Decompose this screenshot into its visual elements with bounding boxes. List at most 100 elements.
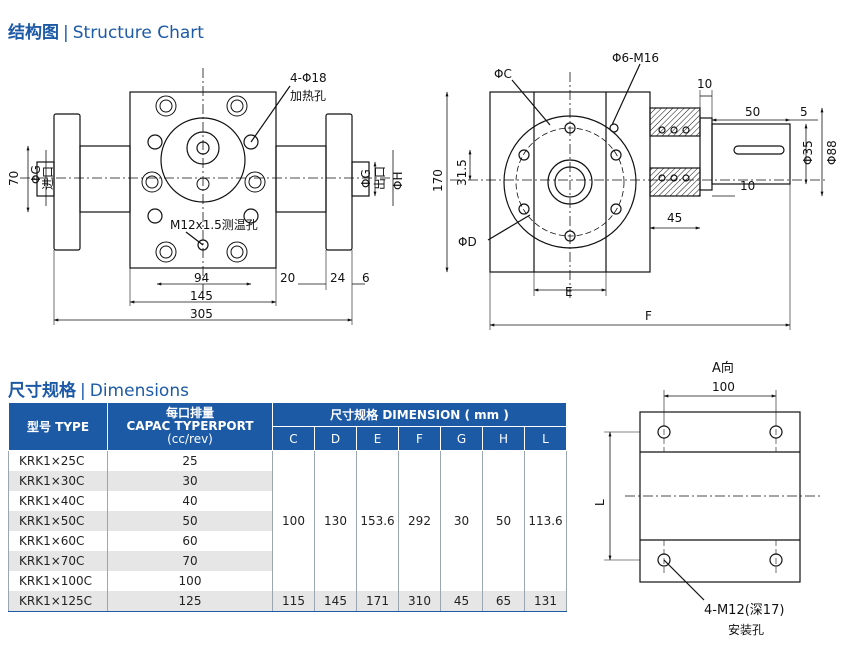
side-view-labels: ΦC Φ6-M16 10 50 5 Φ35 Φ88 170 31.5 10 45…: [431, 51, 839, 323]
dim-6: 6: [362, 271, 370, 285]
row-type: KRK1×25C: [8, 450, 108, 471]
table-row: KRK1×60C 60: [8, 531, 567, 551]
front-view-labels: 4-Φ18 加热孔 M12x1.5测温孔 70 ΦG 进口 ΦG 出口 ΦH 9…: [7, 71, 405, 321]
col-header-type: 型号 TYPE: [8, 402, 108, 451]
row-capacity: 60: [107, 531, 273, 551]
dimensions-table: 型号 TYPE 每口排量 CAPAC TYPERPORT (cc/rev) 尺寸…: [8, 402, 567, 612]
dim-l: L: [593, 499, 607, 506]
col-header-dimension: 尺寸规格 DIMENSION ( mm ): [272, 402, 567, 427]
inlet-label: 进口: [41, 166, 55, 190]
dim-50: 50: [745, 105, 760, 119]
table-row: KRK1×25C 25 100 130 153.6 292 30 50 113.…: [8, 450, 567, 591]
shared-dim-e: 153.6: [356, 450, 399, 591]
row-capacity: 125: [107, 591, 273, 612]
col-h: H: [482, 426, 525, 451]
dim-88: Φ88: [825, 140, 839, 165]
dim-145: 145: [190, 289, 213, 303]
capacity-header-cn: 每口排量: [165, 406, 214, 420]
row-capacity: 25: [107, 450, 273, 471]
dim-g-right: ΦG: [359, 169, 373, 188]
table-row: KRK1×50C 50: [8, 511, 567, 531]
row-dim-e: 171: [356, 591, 399, 612]
shared-dim-d: 130: [314, 450, 357, 591]
a-view-title: A向: [712, 360, 734, 376]
dim-d: ΦD: [458, 235, 477, 249]
row-dim-g: 45: [440, 591, 483, 612]
dim-45: 45: [667, 211, 682, 225]
dim-f: F: [645, 309, 652, 323]
mount-hole-label-cn: 安装孔: [728, 622, 764, 637]
front-view: [20, 68, 394, 325]
table-row: KRK1×125C 125 115 145 171 310 45 65 131: [8, 591, 567, 612]
capacity-header-en: CAPAC TYPERPORT: [126, 419, 254, 433]
dim-10-right: 10: [740, 179, 755, 193]
row-dim-c: 115: [272, 591, 315, 612]
row-type: KRK1×60C: [8, 531, 108, 551]
dimensions-title-cn: 尺寸规格: [8, 381, 76, 401]
col-header-capacity: 每口排量 CAPAC TYPERPORT (cc/rev): [107, 402, 273, 451]
row-dim-f: 310: [398, 591, 441, 612]
table-row: KRK1×40C 40: [8, 491, 567, 511]
row-capacity: 50: [107, 511, 273, 531]
row-type: KRK1×40C: [8, 491, 108, 511]
mount-hole-label: 4-M12(深17): [704, 603, 784, 618]
row-dim-l: 131: [524, 591, 567, 612]
side-view: [445, 63, 825, 330]
dim-c: ΦC: [494, 67, 512, 81]
col-f: F: [398, 426, 441, 451]
thermo-hole-label: M12x1.5测温孔: [170, 218, 258, 232]
col-g: G: [440, 426, 483, 451]
dim-e: E: [565, 285, 573, 299]
capacity-header-unit: (cc/rev): [167, 432, 213, 446]
col-e: E: [356, 426, 399, 451]
col-c: C: [272, 426, 315, 451]
dim-170: 170: [431, 169, 445, 192]
col-d: D: [314, 426, 357, 451]
table-row: KRK1×100C 100: [8, 571, 567, 591]
shared-dim-c: 100: [272, 450, 315, 591]
dim-20: 20: [280, 271, 295, 285]
outlet-label: 出口: [373, 166, 387, 190]
row-capacity: 40: [107, 491, 273, 511]
dim-35: Φ35: [801, 140, 815, 165]
table-row: KRK1×70C 70: [8, 551, 567, 571]
row-type: KRK1×50C: [8, 511, 108, 531]
row-dim-d: 145: [314, 591, 357, 612]
row-capacity: 70: [107, 551, 273, 571]
dim-31-5: 31.5: [455, 159, 469, 186]
dim-305: 305: [190, 307, 213, 321]
dimensions-title: 尺寸规格|Dimensions: [8, 381, 189, 401]
row-capacity: 30: [107, 471, 273, 491]
dim-10-top: 10: [697, 77, 712, 91]
table-row: KRK1×30C 30: [8, 471, 567, 491]
dim-h: ΦH: [391, 172, 405, 190]
dim-g-left: ΦG: [29, 165, 43, 184]
hex-nuts: [141, 95, 266, 263]
heating-hole-label-cn: 加热孔: [290, 89, 326, 103]
col-l: L: [524, 426, 567, 451]
dimensions-title-en: Dimensions: [89, 381, 189, 401]
shared-dim-h: 50: [482, 450, 525, 591]
row-type: KRK1×125C: [8, 591, 108, 612]
dim-94: 94: [194, 271, 209, 285]
a-view-labels: A向 100 L 4-M12(深17) 安装孔: [593, 360, 784, 637]
row-type: KRK1×70C: [8, 551, 108, 571]
dim-m16: Φ6-M16: [612, 51, 659, 65]
structure-title-en: Structure Chart: [72, 23, 204, 43]
structure-chart-title: 结构图|Structure Chart: [8, 23, 204, 43]
row-type: KRK1×30C: [8, 471, 108, 491]
dim-24: 24: [330, 271, 345, 285]
a-view: [604, 390, 820, 601]
dim-70: 70: [7, 171, 21, 186]
dim-5: 5: [800, 105, 808, 119]
row-capacity: 100: [107, 571, 273, 591]
shared-dim-g: 30: [440, 450, 483, 591]
heating-hole-label: 4-Φ18: [290, 71, 327, 85]
dim-100: 100: [712, 380, 735, 394]
row-type: KRK1×100C: [8, 571, 108, 591]
shared-dim-l: 113.6: [524, 450, 567, 591]
row-dim-h: 65: [482, 591, 525, 612]
shared-dim-f: 292: [398, 450, 441, 591]
structure-title-cn: 结构图: [8, 23, 59, 43]
